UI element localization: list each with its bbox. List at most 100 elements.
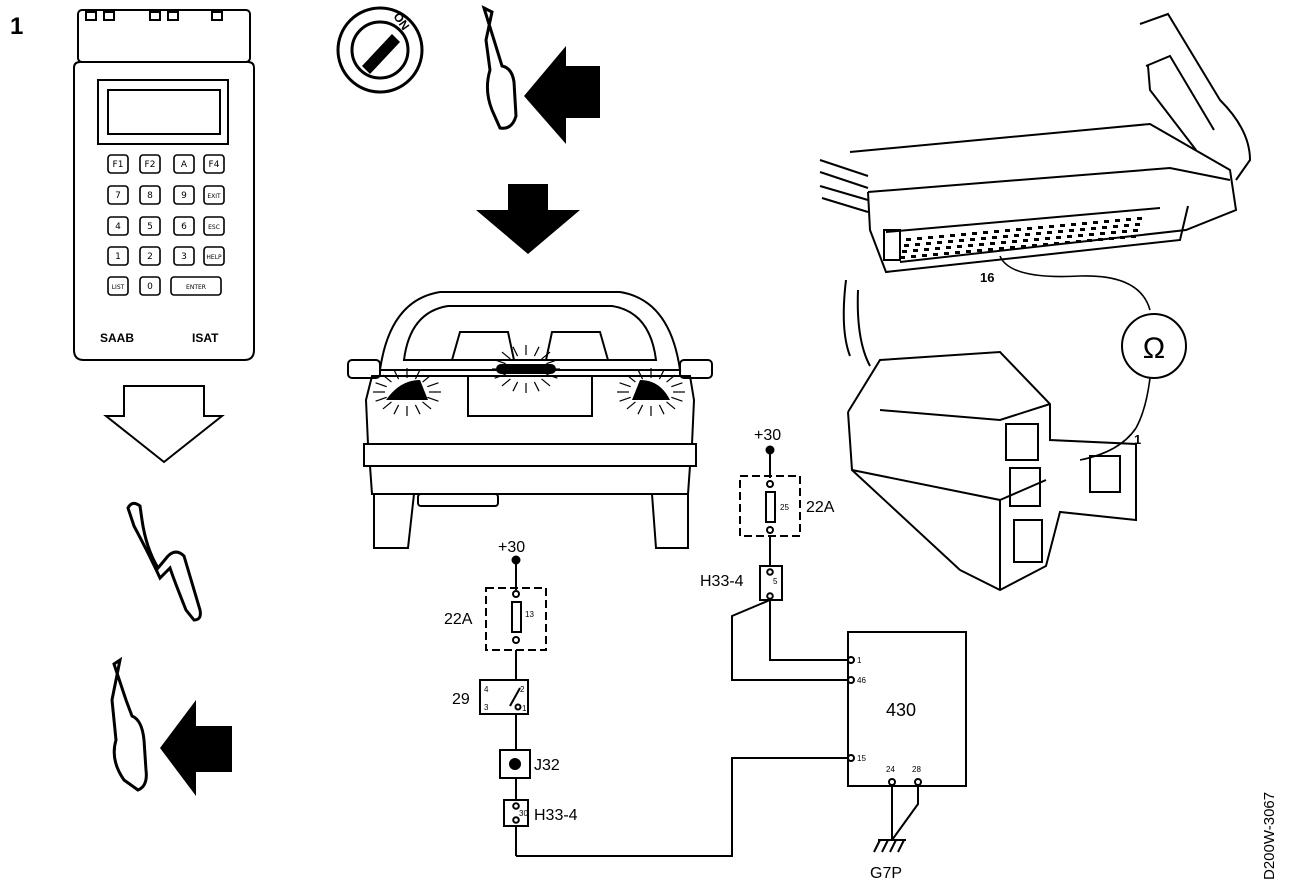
tester-key <box>107 216 129 236</box>
connector-pin <box>1109 237 1114 240</box>
light-ray <box>619 382 631 388</box>
connector-pin <box>1060 224 1065 227</box>
light-ray <box>427 396 439 402</box>
connector-pin <box>1014 234 1019 237</box>
connector-pin <box>1043 243 1048 246</box>
connector-pin <box>977 249 982 252</box>
connector-pin <box>990 242 995 245</box>
connector-pin <box>1082 222 1087 225</box>
connector-pin <box>937 241 942 244</box>
tester-key <box>139 276 161 296</box>
connector-pin <box>1076 240 1081 243</box>
figure-number: 1 <box>10 13 23 40</box>
connector-pin <box>981 237 986 240</box>
tester-key-label: F4 <box>209 160 220 170</box>
tester-key <box>173 185 195 205</box>
connector-pin <box>1131 235 1136 238</box>
light-ray <box>533 381 540 392</box>
connector-pin <box>972 232 977 235</box>
connector-pin <box>922 254 927 257</box>
tester-key-label: EXIT <box>207 193 221 200</box>
down-arrow-icon <box>476 184 580 254</box>
tester-key <box>173 154 195 174</box>
connector-pin <box>1098 238 1103 241</box>
connector-pin <box>1032 244 1037 247</box>
tester-key-label: F1 <box>113 160 124 170</box>
light-ray <box>427 382 439 388</box>
connector-pin <box>961 233 966 236</box>
lever-neutral-icon <box>110 656 148 792</box>
connector-pin <box>1122 230 1127 233</box>
junction-label: J32 <box>534 757 560 774</box>
light-ray <box>541 378 551 387</box>
switch-pin-2: 2 <box>520 685 525 694</box>
ecu-pin-15: 15 <box>857 754 866 763</box>
connector-pin <box>957 245 962 248</box>
left-fuse-number: 13 <box>525 610 534 619</box>
left-connector-label: H33-4 <box>534 807 578 824</box>
light-ray <box>546 373 558 379</box>
connector-pin <box>1093 221 1098 224</box>
push-arrow-icon <box>524 46 600 144</box>
switch-component-label: 29 <box>452 691 470 708</box>
tester-key <box>139 154 161 174</box>
tester-key-label: A <box>181 160 188 170</box>
ignition-switch <box>336 6 424 94</box>
connector-pin <box>983 231 988 234</box>
connector-pin <box>1100 232 1105 235</box>
connector-pin <box>1126 218 1131 221</box>
connector-pin <box>1124 224 1129 227</box>
connector-pin <box>1023 239 1028 242</box>
ground-label: G7P <box>870 865 902 882</box>
connector-pin <box>959 239 964 242</box>
light-ray <box>422 401 432 410</box>
right-fuse-number: 25 <box>780 503 789 512</box>
connector-pin <box>1056 236 1061 239</box>
connector-pin <box>1087 239 1092 242</box>
connector-pin <box>1133 229 1138 232</box>
light-ray <box>393 404 400 415</box>
connector-pin <box>1067 235 1072 238</box>
connector-pin <box>1049 225 1054 228</box>
connector-pin <box>955 251 960 254</box>
light-rays <box>373 345 685 416</box>
connector-pin <box>1135 223 1140 226</box>
connector-pin-16: 16 <box>980 270 994 285</box>
light-ray <box>541 351 551 360</box>
connector-pin <box>933 253 938 256</box>
connector-pin <box>944 252 949 255</box>
connector-pin <box>1021 245 1026 248</box>
connector-pin <box>1036 232 1041 235</box>
light-ray <box>619 396 631 402</box>
connector-pin <box>1111 231 1116 234</box>
tester-key-label: 3 <box>181 252 187 262</box>
connector-pin <box>1045 237 1050 240</box>
connector-pin <box>926 242 931 245</box>
connector-pin <box>939 235 944 238</box>
connector-pin <box>988 248 993 251</box>
connector-pin <box>1005 229 1010 232</box>
light-ray <box>658 404 665 415</box>
light-ray <box>666 401 676 410</box>
connector-pin <box>1104 220 1109 223</box>
connector-pin <box>1038 226 1043 229</box>
light-ray <box>501 351 511 360</box>
light-ray <box>375 396 387 402</box>
ecu-pin-24: 24 <box>886 765 895 774</box>
right-connector-pin: 5 <box>773 577 778 586</box>
right-connector-label: H33-4 <box>700 573 744 590</box>
tester-key <box>203 216 225 236</box>
connector-pin <box>966 250 971 253</box>
light-ray <box>414 404 421 415</box>
switch-pin-1: 1 <box>522 704 527 713</box>
lever-top-icon <box>481 5 518 130</box>
tester-key-label: F2 <box>145 160 156 170</box>
connector-pin <box>1078 234 1083 237</box>
tester-key-label: HELP <box>206 254 222 261</box>
tester-key-label: 1 <box>115 252 121 262</box>
light-ray <box>671 396 683 402</box>
tester-key-label: 7 <box>115 191 121 201</box>
connector-pin <box>968 244 973 247</box>
